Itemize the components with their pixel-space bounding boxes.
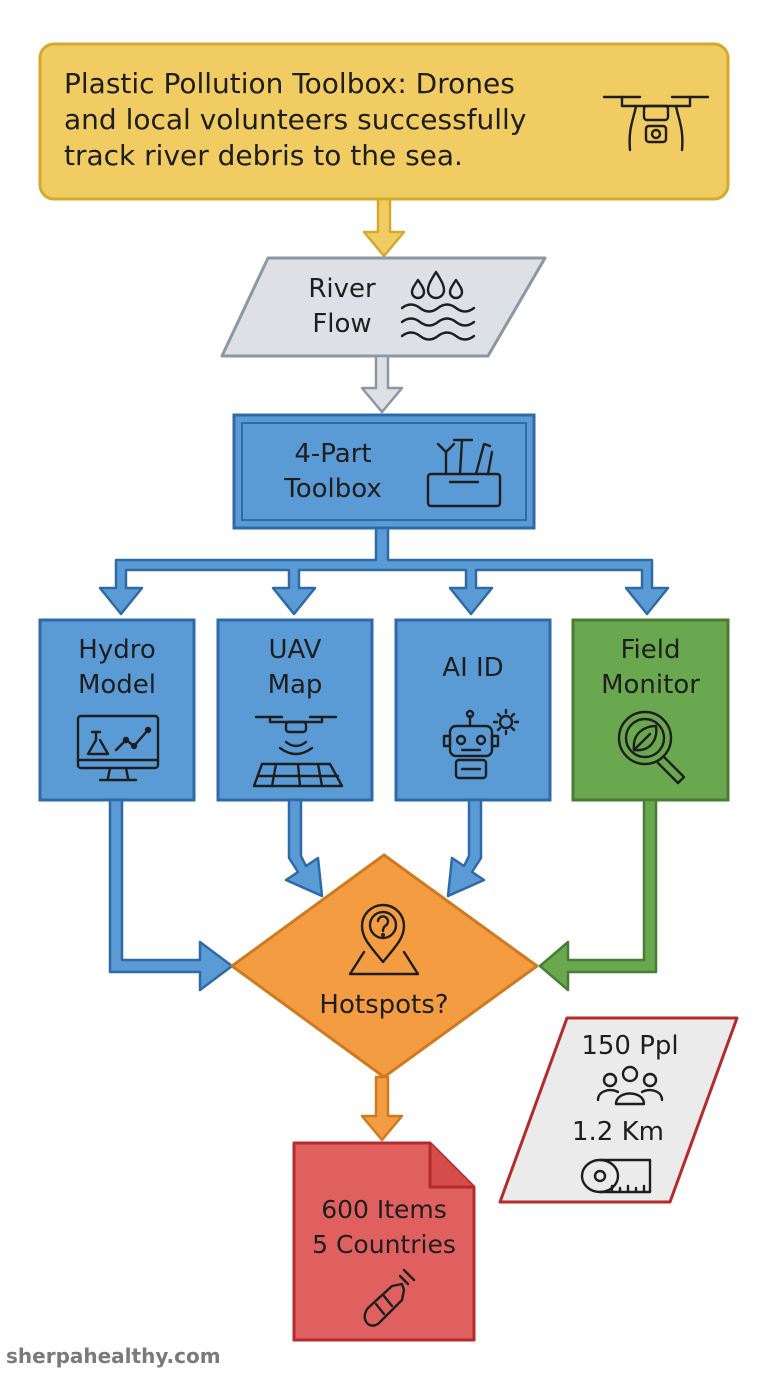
- title-line-2: and local volunteers successfully: [64, 103, 527, 136]
- toolbox-node-inner: [241, 422, 527, 521]
- arrow-ai-to-hotspots: [446, 798, 486, 898]
- people-group-icon: [596, 1065, 664, 1106]
- tape-measure-icon: [580, 1158, 652, 1194]
- toolbox-icon: [426, 438, 502, 508]
- result-label-line-1: 600 Items: [321, 1195, 447, 1224]
- watermark-text: sherpahealthy.com: [6, 1344, 221, 1368]
- arrow-uav-to-hotspots: [284, 798, 324, 898]
- field-monitor-node: [571, 618, 730, 802]
- plastic-bottle-icon: [363, 1268, 416, 1327]
- magnifier-leaf-icon: [617, 710, 686, 785]
- toolbox-node: [232, 413, 536, 530]
- field-monitor-label: Field Monitor: [573, 633, 728, 703]
- document-fold: [428, 1143, 474, 1189]
- hydro-model-label: Hydro Model: [40, 633, 194, 703]
- river-label-line-1: River: [308, 274, 376, 304]
- robot-icon: [442, 708, 520, 780]
- toolbox-label-line-2: Toolbox: [284, 474, 382, 504]
- result-document-node: [292, 1141, 476, 1342]
- result-label: 600 Items 5 Countries: [294, 1192, 474, 1262]
- hydro-label-line-2: Model: [77, 670, 157, 700]
- river-flow-label: River Flow: [282, 272, 402, 342]
- hotspots-decision-node: [230, 853, 539, 1079]
- stats-people-label: 150 Ppl: [581, 1031, 679, 1061]
- uav-label-line-2: Map: [267, 670, 323, 700]
- water-drops-icon: [400, 270, 476, 341]
- hotspots-label: Hotspots?: [319, 990, 449, 1020]
- field-label-line-1: Field: [620, 635, 681, 665]
- arrow-hotspots-to-result: [360, 1075, 404, 1142]
- page-title: Plastic Pollution Toolbox: Drones and lo…: [64, 66, 594, 174]
- ai-label-line-1: AI ID: [442, 653, 504, 683]
- branch-connector: [98, 526, 670, 616]
- arrow-hydro-to-hotspots: [108, 798, 234, 992]
- hydro-label-line-1: Hydro: [78, 635, 156, 665]
- river-label-line-2: Flow: [312, 309, 372, 339]
- arrow-field-to-hotspots: [538, 798, 658, 992]
- drone-icon: [602, 95, 710, 152]
- hydro-model-node: [38, 618, 196, 802]
- stats-distance-label: 1.2 Km: [572, 1117, 664, 1147]
- ai-id-label: AI ID: [396, 651, 550, 686]
- title-line-3: track river debris to the sea.: [64, 139, 463, 172]
- location-question-icon: [348, 903, 420, 976]
- monitor-chart-icon: [76, 714, 160, 782]
- river-flow-node: [220, 256, 547, 358]
- stats-node: [498, 1016, 739, 1204]
- ai-id-node: [394, 618, 552, 802]
- title-line-1: Plastic Pollution Toolbox: Drones: [64, 67, 515, 100]
- result-label-line-2: 5 Countries: [312, 1230, 456, 1259]
- toolbox-label-line-1: 4-Part: [294, 439, 372, 469]
- arrow-river-to-toolbox: [360, 354, 404, 414]
- uav-label-line-1: UAV: [268, 635, 322, 665]
- toolbox-label: 4-Part Toolbox: [260, 437, 406, 507]
- arrow-title-to-river: [362, 197, 406, 258]
- field-label-line-2: Monitor: [601, 670, 700, 700]
- uav-map-label: UAV Map: [218, 633, 372, 703]
- drone-map-icon: [252, 715, 344, 788]
